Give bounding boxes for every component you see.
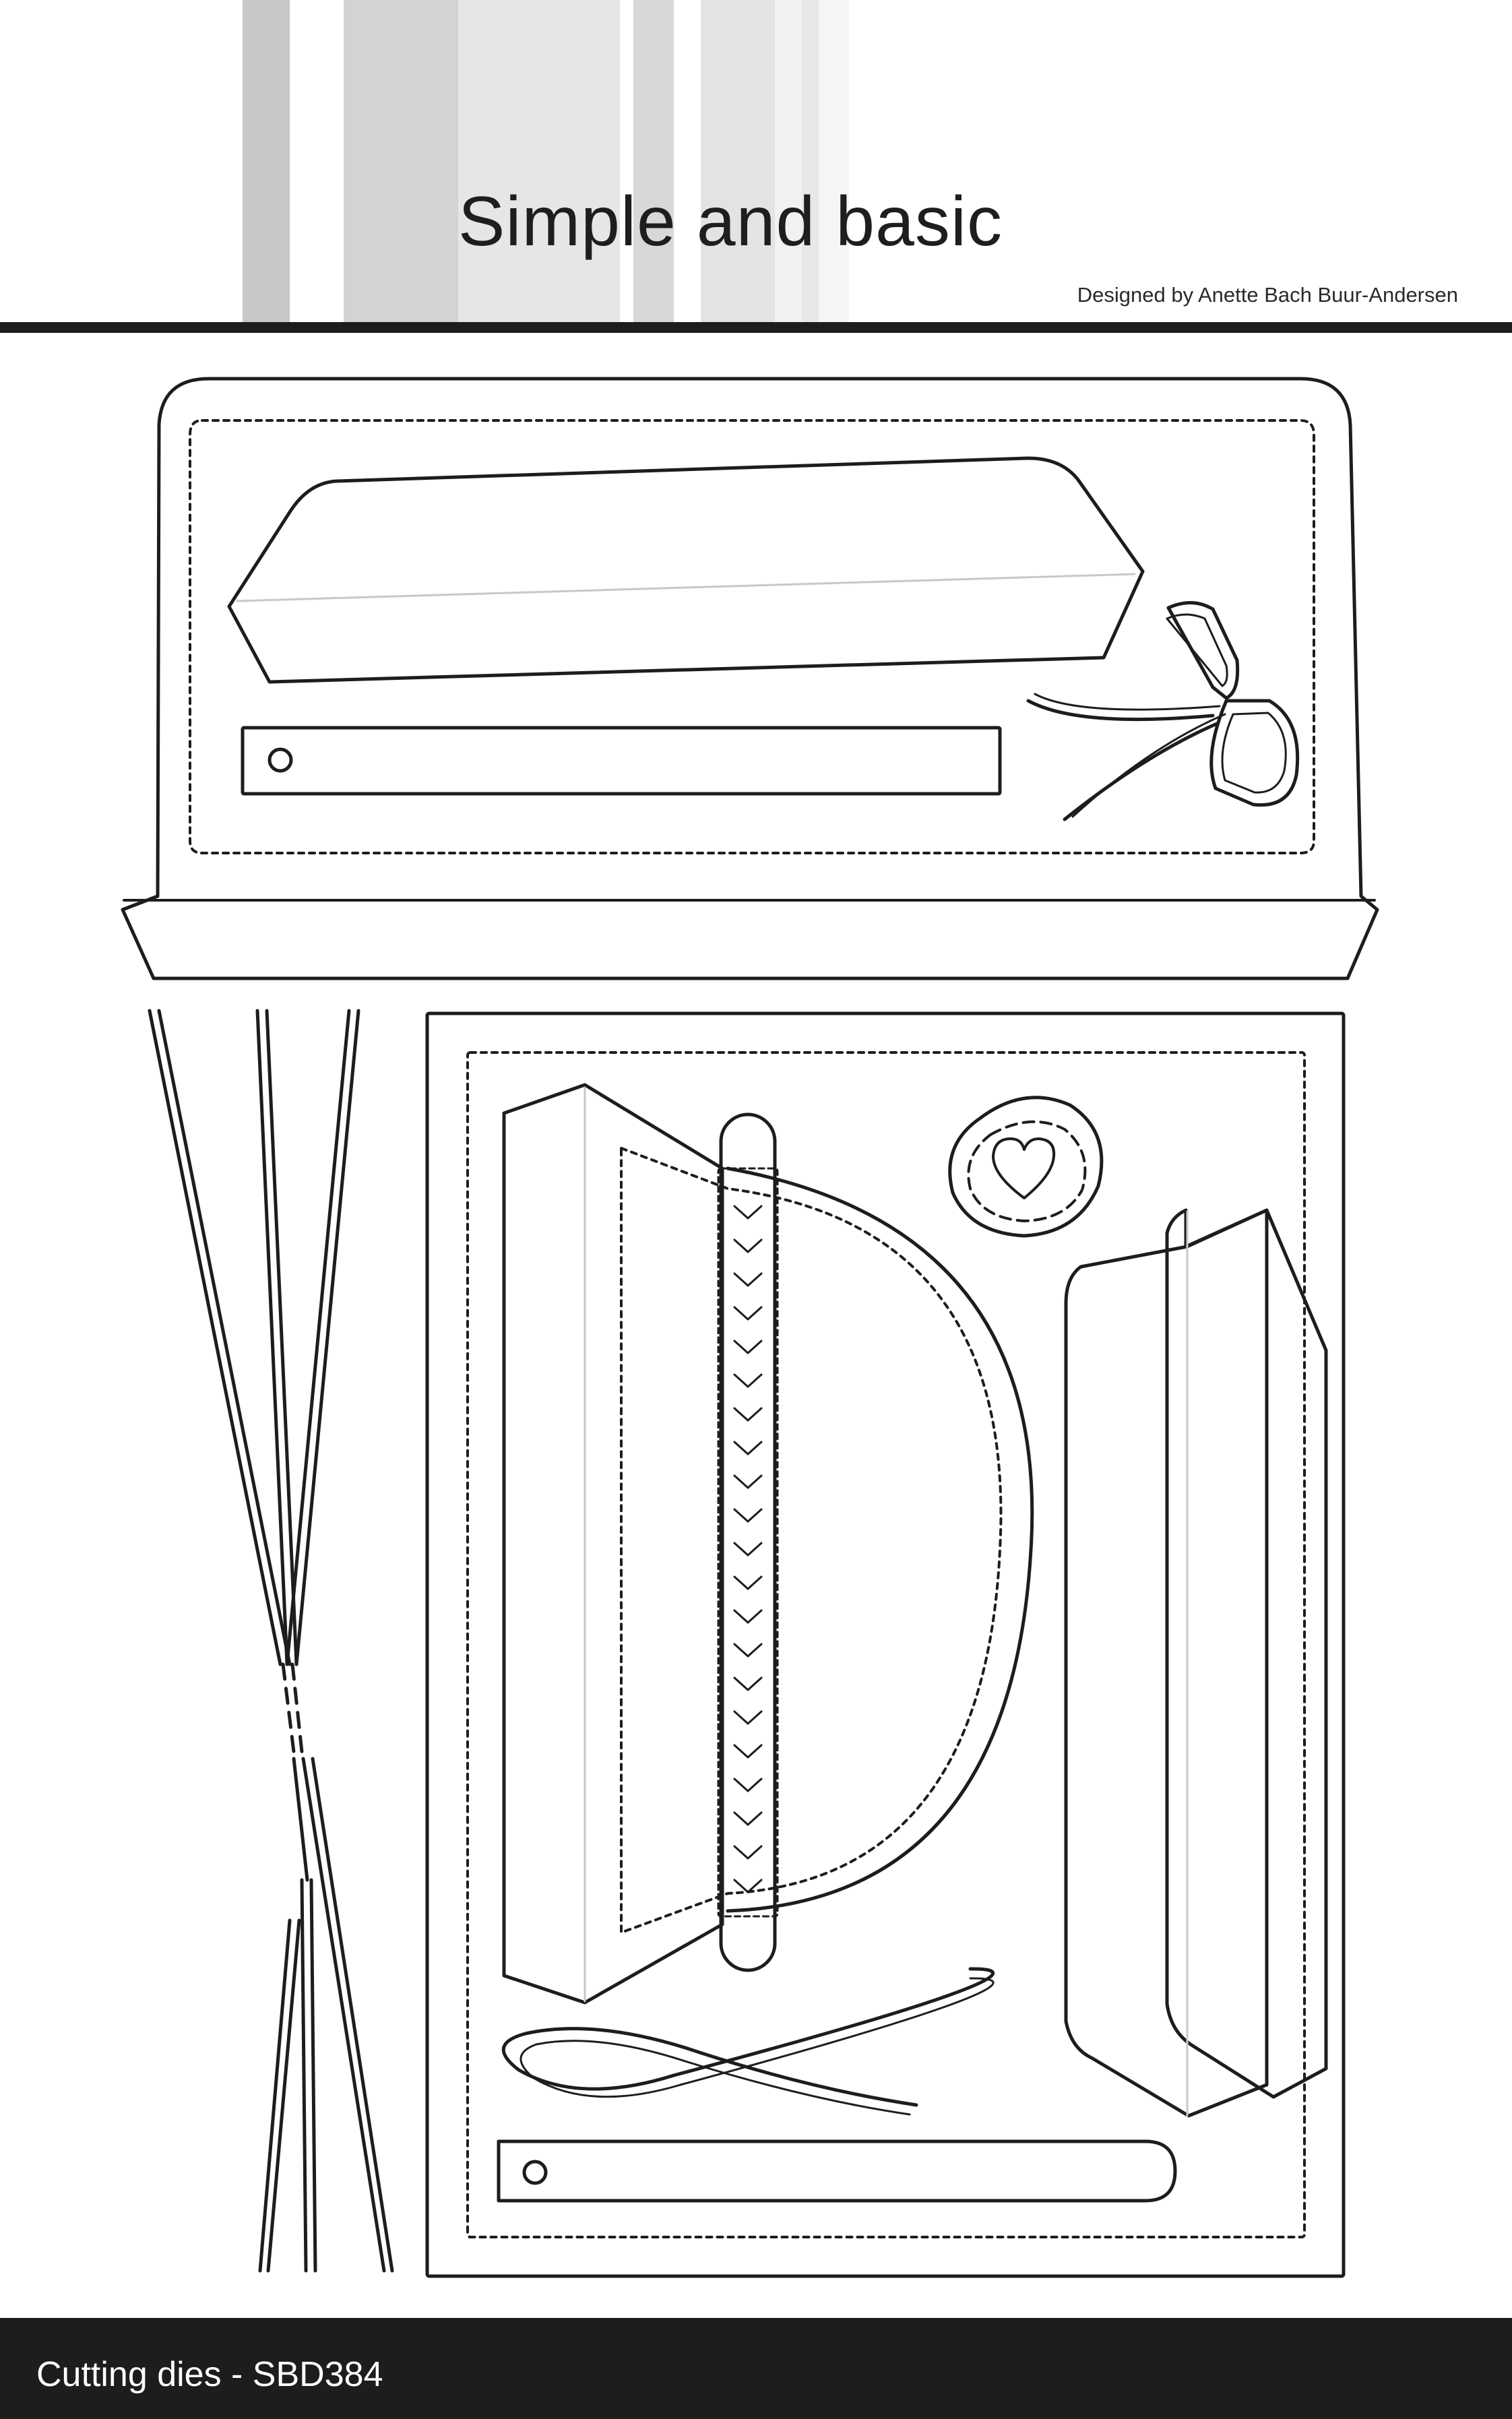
box-lid-piece bbox=[121, 377, 1379, 980]
ribbon-strips bbox=[148, 1009, 394, 2273]
die-artwork bbox=[121, 377, 1379, 2278]
bow-icon bbox=[1026, 600, 1300, 821]
stripe bbox=[0, 0, 243, 322]
stripe bbox=[620, 0, 633, 322]
half-circle-bag bbox=[620, 1147, 1034, 1934]
bottom-tag-strip bbox=[497, 2139, 1177, 2203]
heart-seal bbox=[948, 1096, 1104, 1238]
stripe bbox=[290, 0, 344, 322]
vertical-candy-left bbox=[502, 1083, 724, 2005]
stripe bbox=[802, 0, 819, 322]
stripe bbox=[344, 0, 458, 322]
stripe bbox=[633, 0, 674, 322]
product-code: Cutting dies - SBD384 bbox=[36, 2355, 383, 2394]
stripe bbox=[819, 0, 849, 322]
stripe bbox=[775, 0, 802, 322]
bag-bow bbox=[501, 1967, 995, 2116]
footer-bar: Cutting dies - SBD384 bbox=[0, 2318, 1512, 2419]
designer-credit: Designed by Anette Bach Buur-Andersen bbox=[1077, 283, 1458, 307]
box-candy-shape bbox=[227, 456, 1145, 684]
header-banner: Simple and basic Designed by Anette Bach… bbox=[0, 0, 1512, 322]
heart-icon bbox=[992, 1137, 1056, 1199]
top-tag-strip bbox=[241, 726, 1002, 796]
vertical-candy-right bbox=[1064, 1208, 1328, 2118]
stripe bbox=[701, 0, 775, 322]
header-rule bbox=[0, 322, 1512, 333]
stripe bbox=[849, 0, 1512, 322]
bag-panel bbox=[425, 1011, 1346, 2278]
stripe bbox=[243, 0, 290, 322]
stripe bbox=[674, 0, 701, 322]
rope-handle bbox=[717, 1112, 779, 1972]
page-title: Simple and basic bbox=[458, 183, 1003, 261]
stripe bbox=[458, 0, 620, 322]
